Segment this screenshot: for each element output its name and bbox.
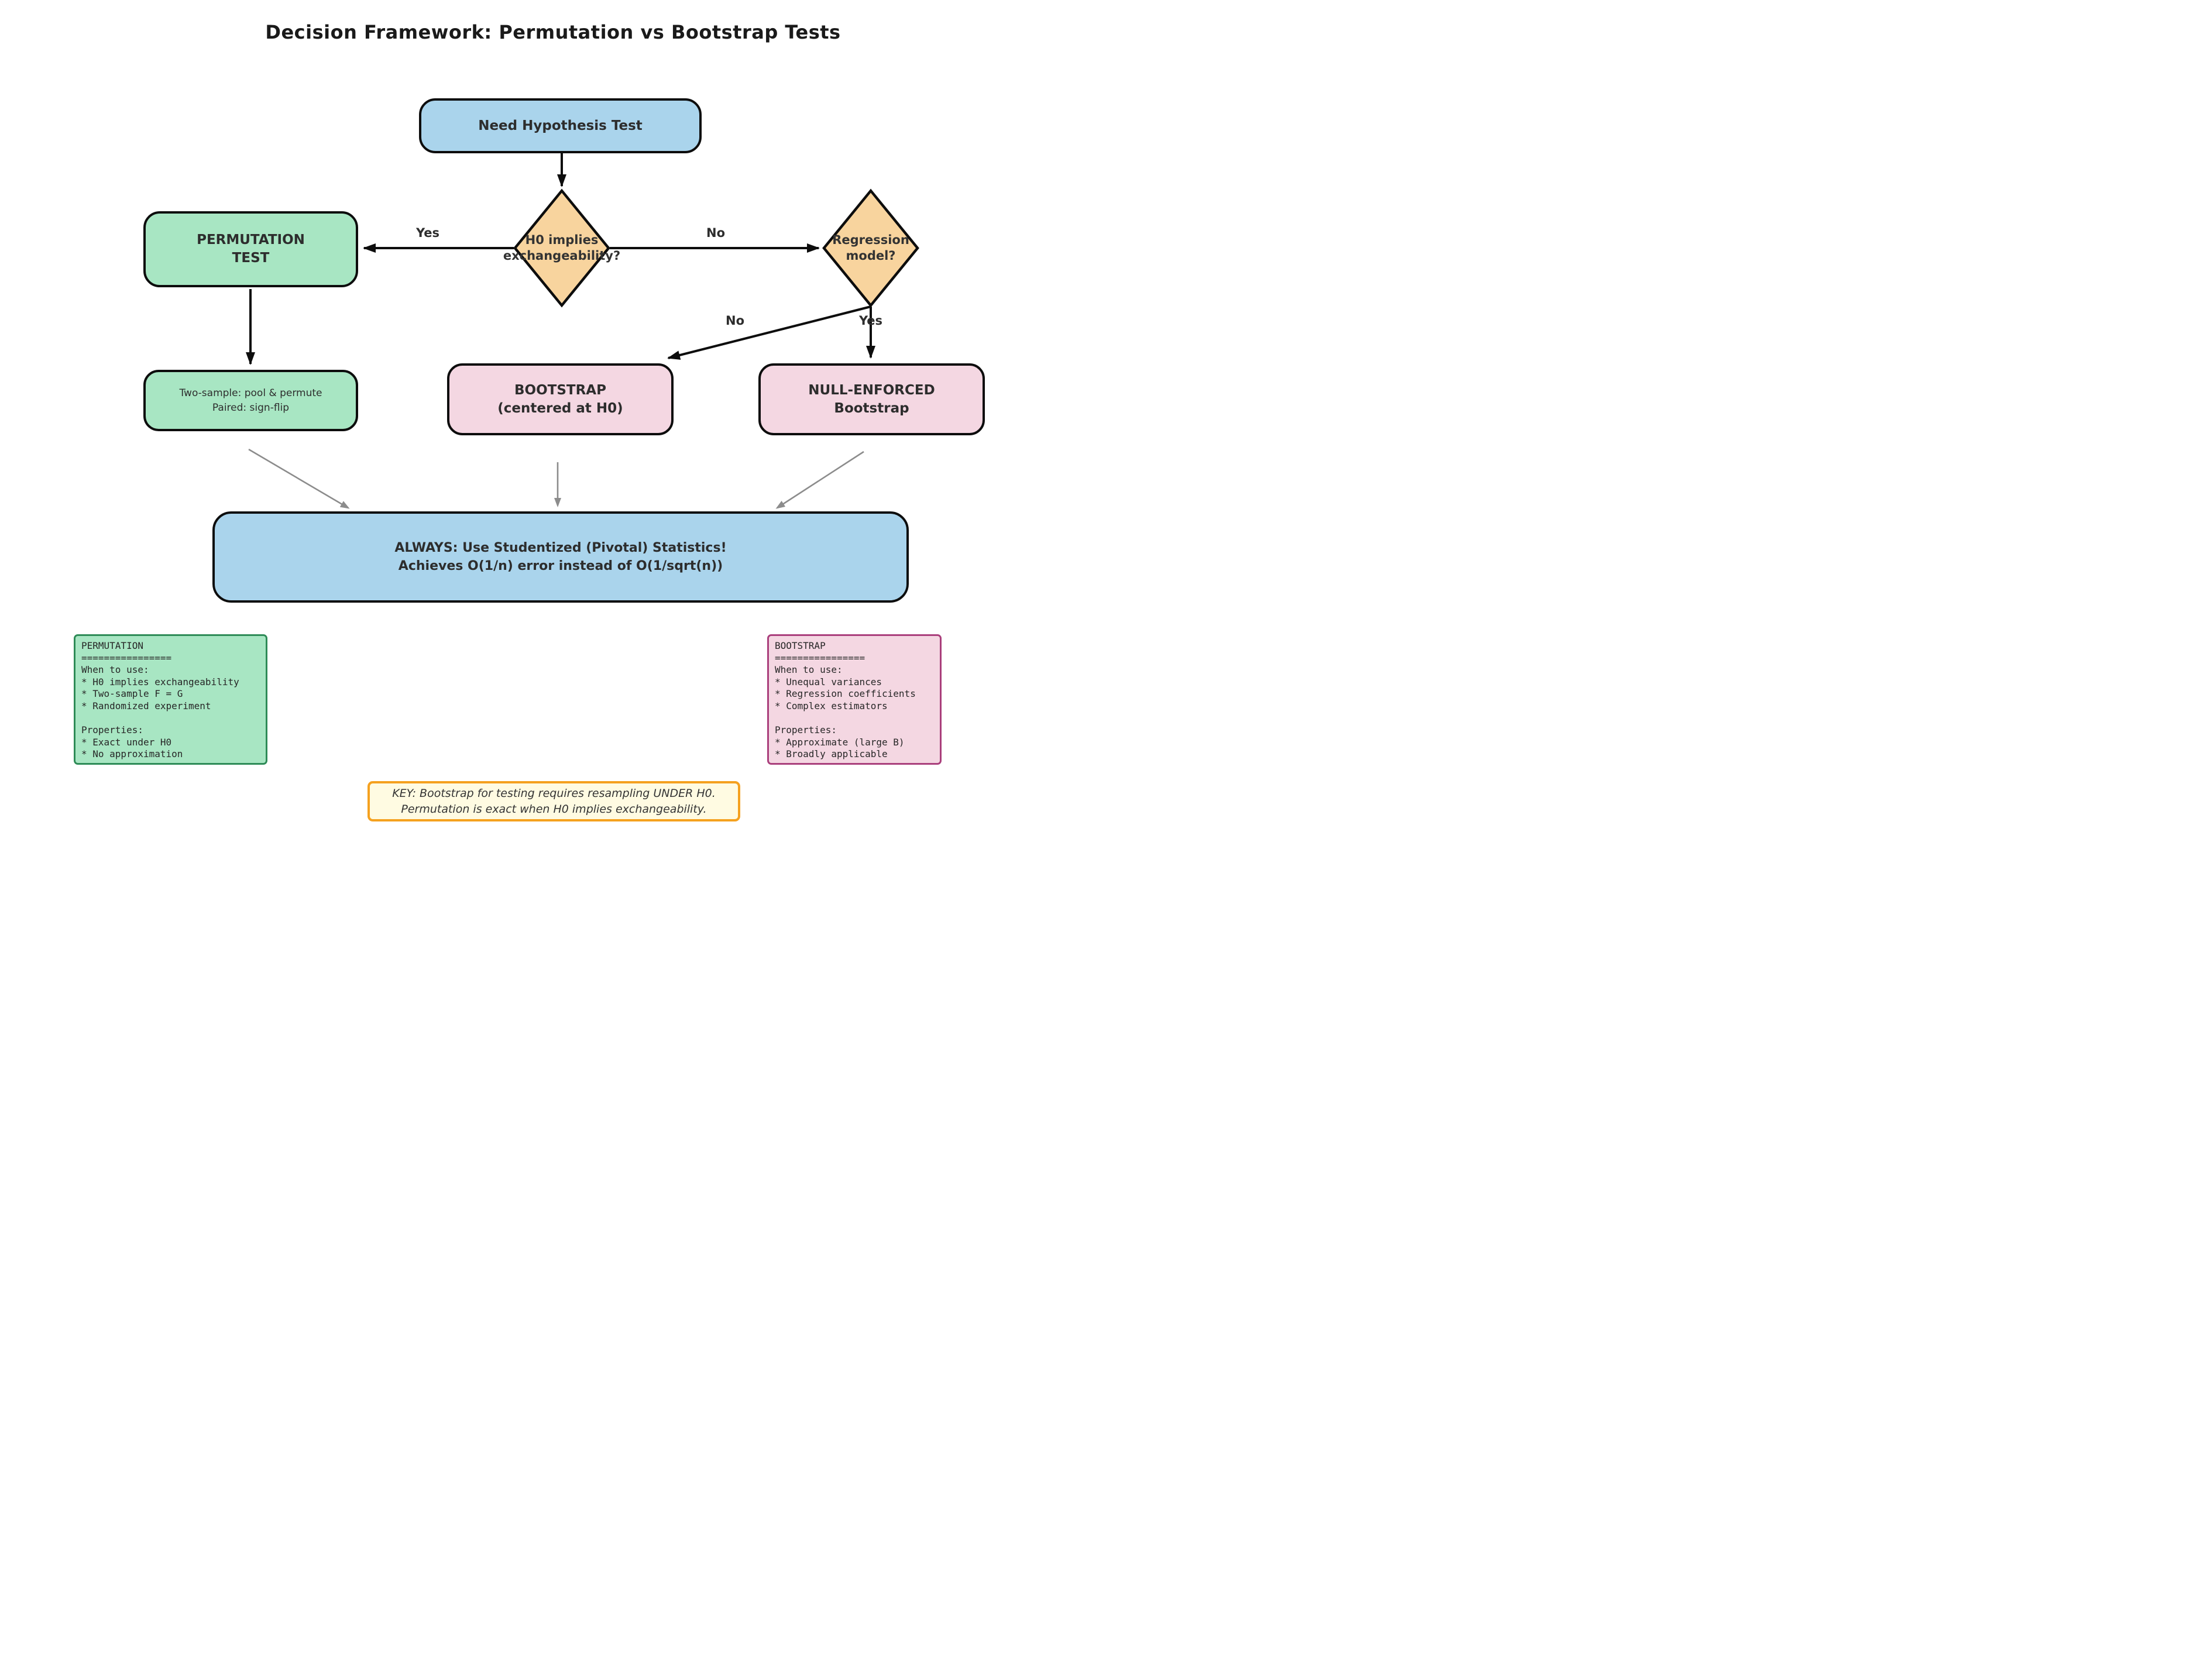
bootstrap-node: BOOTSTRAP (centered at H0) <box>447 363 674 435</box>
null-bootstrap-node: NULL-ENFORCED Bootstrap <box>758 363 985 435</box>
edge-label-exchangeability-yes: Yes <box>415 226 440 240</box>
always-studentized-node: ALWAYS: Use Studentized (Pivotal) Statis… <box>212 511 909 603</box>
start-node-label: Need Hypothesis Test <box>478 118 643 133</box>
permutation-info-panel: PERMUTATION ================ When to use… <box>74 634 267 765</box>
permutation-methods-node: Two-sample: pool & permute Paired: sign-… <box>143 370 358 431</box>
exchangeability-decision-label: H0 implies exchangeability? <box>503 233 621 263</box>
arrows-layer <box>246 153 919 509</box>
page-title: Decision Framework: Permutation vs Boots… <box>265 21 841 43</box>
exchangeability-diamond-shape <box>513 188 610 308</box>
edge-label-regression-no: No <box>725 314 745 328</box>
arrow-methods-to-always <box>248 448 350 509</box>
arrow-null-bootstrap-to-always <box>775 451 864 509</box>
key-note: KEY: Bootstrap for testing requires resa… <box>367 781 740 821</box>
flowchart-canvas: Decision Framework: Permutation vs Boots… <box>0 0 1106 828</box>
regression-decision-label: Regression model? <box>832 233 909 263</box>
permutation-test-node: PERMUTATION TEST <box>143 211 358 287</box>
edge-label-regression-yes: Yes <box>858 314 883 328</box>
regression-diamond-shape <box>822 188 919 308</box>
edge-label-exchangeability-no: No <box>706 226 726 240</box>
start-node: Need Hypothesis Test <box>419 98 702 153</box>
bootstrap-info-panel: BOOTSTRAP ================ When to use: … <box>767 634 942 765</box>
arrow-regression-no-to-bootstrap <box>667 305 871 360</box>
